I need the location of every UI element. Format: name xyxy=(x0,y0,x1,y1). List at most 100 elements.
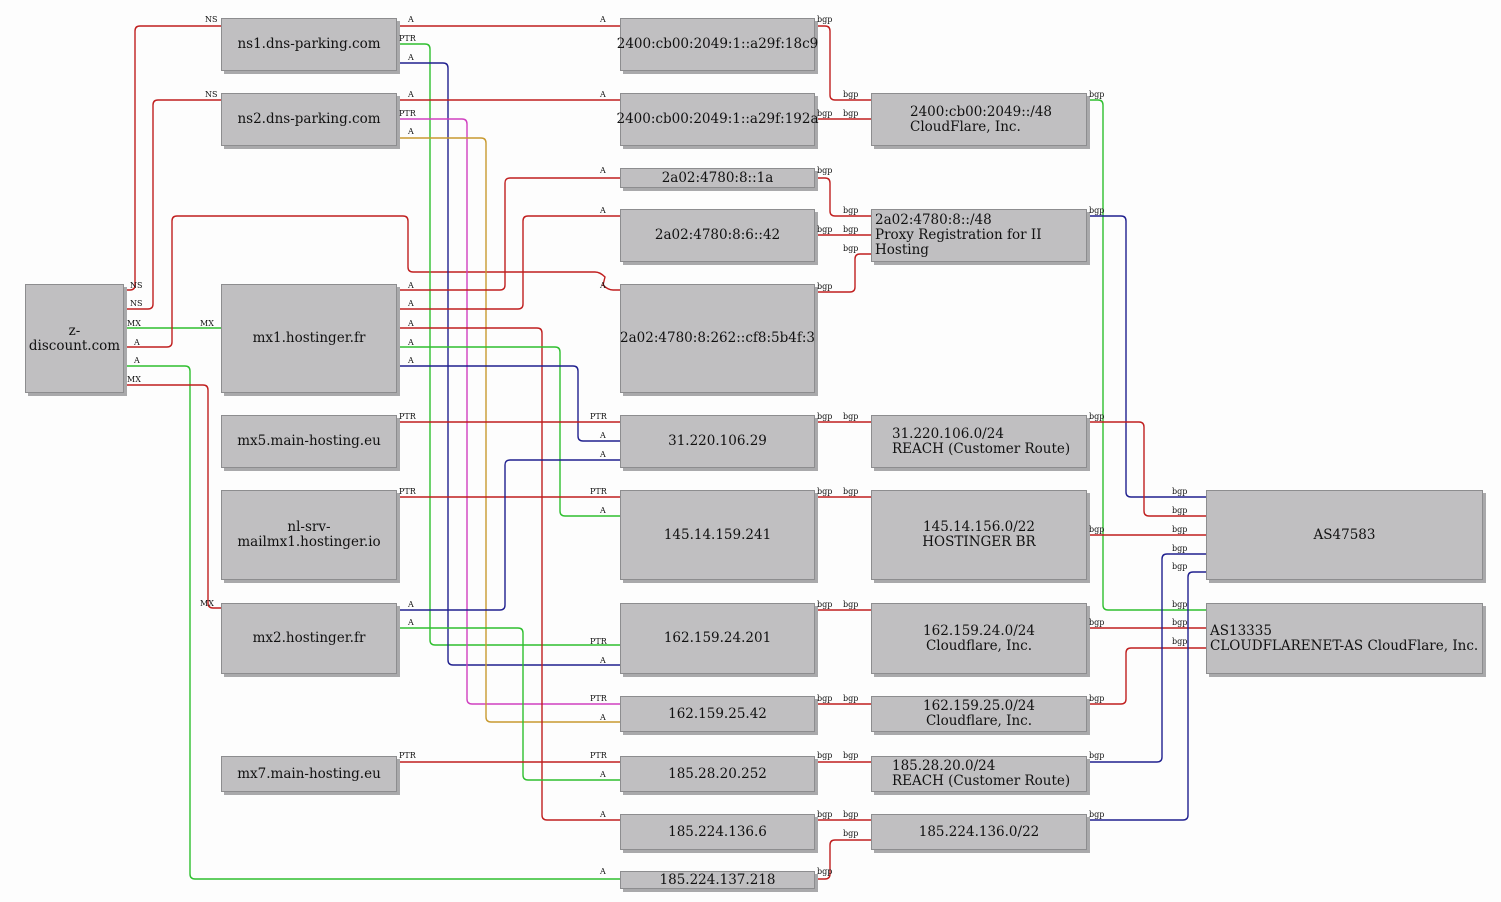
edge-label: bgp xyxy=(843,751,859,760)
node-label: ns1.dns-parking.com xyxy=(237,36,381,52)
edge-a-218 xyxy=(124,365,620,880)
node-ip-31[interactable]: 31.220.106.29 xyxy=(620,415,815,468)
edge-bgp-185-224-218 xyxy=(815,839,871,880)
node-mx2[interactable]: mx2.hostinger.fr xyxy=(221,603,397,674)
node-ip6-192a[interactable]: 2400:cb00:2049:1::a29f:192a xyxy=(617,93,819,146)
node-ns1[interactable]: ns1.dns-parking.com xyxy=(221,18,397,71)
edge-label: PTR xyxy=(399,412,416,421)
edge-label: A xyxy=(600,281,606,290)
node-mx5[interactable]: mx5.main-hosting.eu xyxy=(221,415,397,468)
node-label: ns2.dns-parking.com xyxy=(237,111,381,127)
edge-mx2-a1 xyxy=(397,459,620,611)
edge-label: MX xyxy=(200,599,214,608)
node-ip-185-224-218[interactable]: 185.224.137.218 xyxy=(620,871,815,889)
edge-label: bgp xyxy=(817,867,833,876)
node-ip-185-224-6[interactable]: 185.224.136.6 xyxy=(620,814,815,850)
edge-label: bgp xyxy=(817,282,833,291)
node-label: 2a02:4780:8::1a xyxy=(661,169,774,186)
edge-label: bgp xyxy=(1089,525,1105,534)
node-label: mx7.main-hosting.eu xyxy=(237,765,381,782)
node-mx1[interactable]: mx1.hostinger.fr xyxy=(221,284,397,393)
node-ip-145[interactable]: 145.14.159.241 xyxy=(620,490,815,580)
node-label: 31.220.106.29 xyxy=(668,433,767,449)
edge-mx2-a2 xyxy=(397,627,620,781)
node-label: 2a02:4780:8:6::42 xyxy=(654,227,781,243)
node-label-line1: 2400:cb00:2049::/48 xyxy=(910,103,1053,120)
edge-label: NS xyxy=(205,90,218,99)
edge-as-2400 xyxy=(1087,99,1206,611)
edge-label: bgp xyxy=(817,225,833,234)
node-label: AS47583 xyxy=(1313,526,1376,543)
edge-mx1-a4 xyxy=(397,346,620,517)
node-ip6-1a[interactable]: 2a02:4780:8::1a xyxy=(620,168,815,188)
edge-label: bgp xyxy=(817,694,833,703)
edge-as-162-25 xyxy=(1087,647,1206,705)
edge-label: A xyxy=(408,338,414,347)
edge-label: bgp xyxy=(1089,206,1105,215)
edge-label: bgp xyxy=(1172,506,1188,515)
edge-label: A xyxy=(600,166,606,175)
node-nl-srv[interactable]: nl-srv-mailmx1.hostinger.io xyxy=(221,490,397,580)
node-ip6-18c9[interactable]: 2400:cb00:2049:1::a29f:18c9 xyxy=(617,18,818,71)
edge-label: A xyxy=(600,867,606,876)
edge-ns2-a2 xyxy=(397,137,620,723)
edge-ns2-ptr xyxy=(397,118,620,705)
edge-mx1-a1 xyxy=(397,177,620,291)
edge-label: bgp xyxy=(817,810,833,819)
edge-label: A xyxy=(600,206,606,215)
edge-label: A xyxy=(600,450,606,459)
node-mx7[interactable]: mx7.main-hosting.eu xyxy=(221,756,397,792)
node-label-line2: HOSTINGER BR xyxy=(922,534,1036,550)
edge-ns1-a2 xyxy=(397,62,620,666)
edge-label: bgp xyxy=(817,166,833,175)
node-label-line1: 162.159.24.0/24 xyxy=(923,622,1035,639)
node-as47583[interactable]: AS47583 xyxy=(1206,490,1483,580)
edge-label: PTR xyxy=(399,109,416,118)
edge-as-2a02 xyxy=(1087,215,1206,498)
node-label: mx1.hostinger.fr xyxy=(252,330,366,346)
edge-label: bgp xyxy=(1089,618,1105,627)
edge-label: bgp xyxy=(843,225,859,234)
edge-label: bgp xyxy=(1172,544,1188,553)
edge-bgp-18c9 xyxy=(815,25,871,101)
edge-label: A xyxy=(408,618,414,627)
node-label: 162.159.25.42 xyxy=(668,705,767,722)
edge-label: A xyxy=(600,506,606,515)
edge-label: PTR xyxy=(590,487,607,496)
node-ip-162-24[interactable]: 162.159.24.201 xyxy=(620,603,815,674)
edge-mx1-a5 xyxy=(397,365,620,442)
node-z-discount[interactable]: z-discount.com xyxy=(25,284,124,393)
edge-label: A xyxy=(408,356,414,365)
edge-label: bgp xyxy=(843,412,859,421)
node-pfx-185-224[interactable]: 185.224.136.0/22 xyxy=(871,814,1087,850)
node-ip-162-25[interactable]: 162.159.25.42 xyxy=(620,696,815,732)
edge-label: bgp xyxy=(1089,412,1105,421)
edge-label: A xyxy=(600,15,606,24)
node-ip6-42[interactable]: 2a02:4780:8:6::42 xyxy=(620,209,815,262)
node-ip-185-28[interactable]: 185.28.20.252 xyxy=(620,756,815,792)
edge-label: bgp xyxy=(843,109,859,118)
edge-label: bgp xyxy=(817,487,833,496)
edge-label: A xyxy=(134,356,140,365)
edge-label: bgp xyxy=(843,810,859,819)
edge-label: bgp xyxy=(1172,562,1188,571)
edge-label: NS xyxy=(130,281,143,290)
edge-label: PTR xyxy=(590,412,607,421)
node-label-line1: 185.28.20.0/24 xyxy=(892,758,996,774)
edge-label: PTR xyxy=(590,694,607,703)
node-label-line1: AS13335 xyxy=(1210,622,1272,639)
edge-as-185-224 xyxy=(1087,571,1206,821)
edge-label: bgp xyxy=(1089,694,1105,703)
node-ip6-5b4f3[interactable]: 2a02:4780:8:262::cf8:5b4f:3 xyxy=(620,284,815,393)
edge-label: bgp xyxy=(817,109,833,118)
node-ns2[interactable]: ns2.dns-parking.com xyxy=(221,93,397,146)
edge-label: bgp xyxy=(843,487,859,496)
